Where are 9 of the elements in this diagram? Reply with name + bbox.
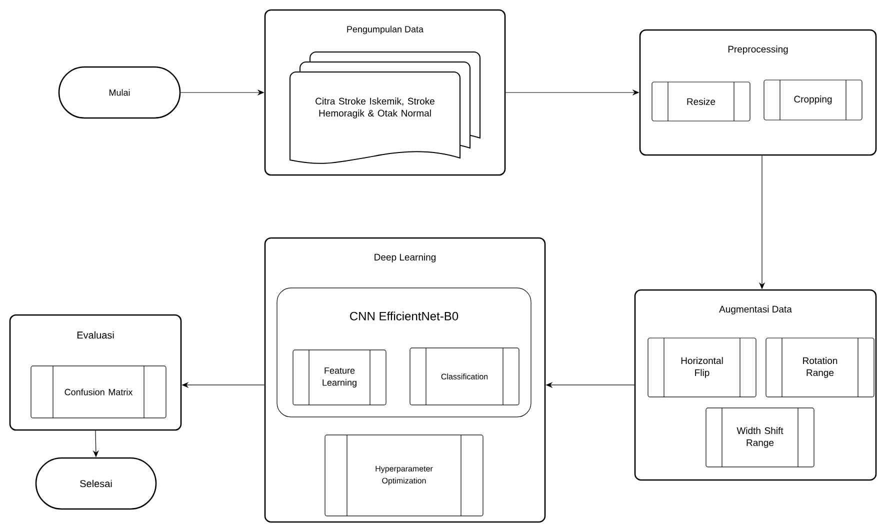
process-box: Horizontal Flip xyxy=(648,338,756,398)
process-box: Cropping xyxy=(764,80,862,120)
process-box: Feature Learning xyxy=(292,350,386,406)
process-box: Width Shift Range xyxy=(706,408,814,468)
process-box: Rotation Range xyxy=(766,338,874,398)
process-box: Hyperparameter Optimization xyxy=(324,434,484,516)
process-box: Confusion Matrix xyxy=(30,366,166,418)
process-box: Classification xyxy=(410,348,520,406)
process-box: Resize xyxy=(652,82,750,122)
